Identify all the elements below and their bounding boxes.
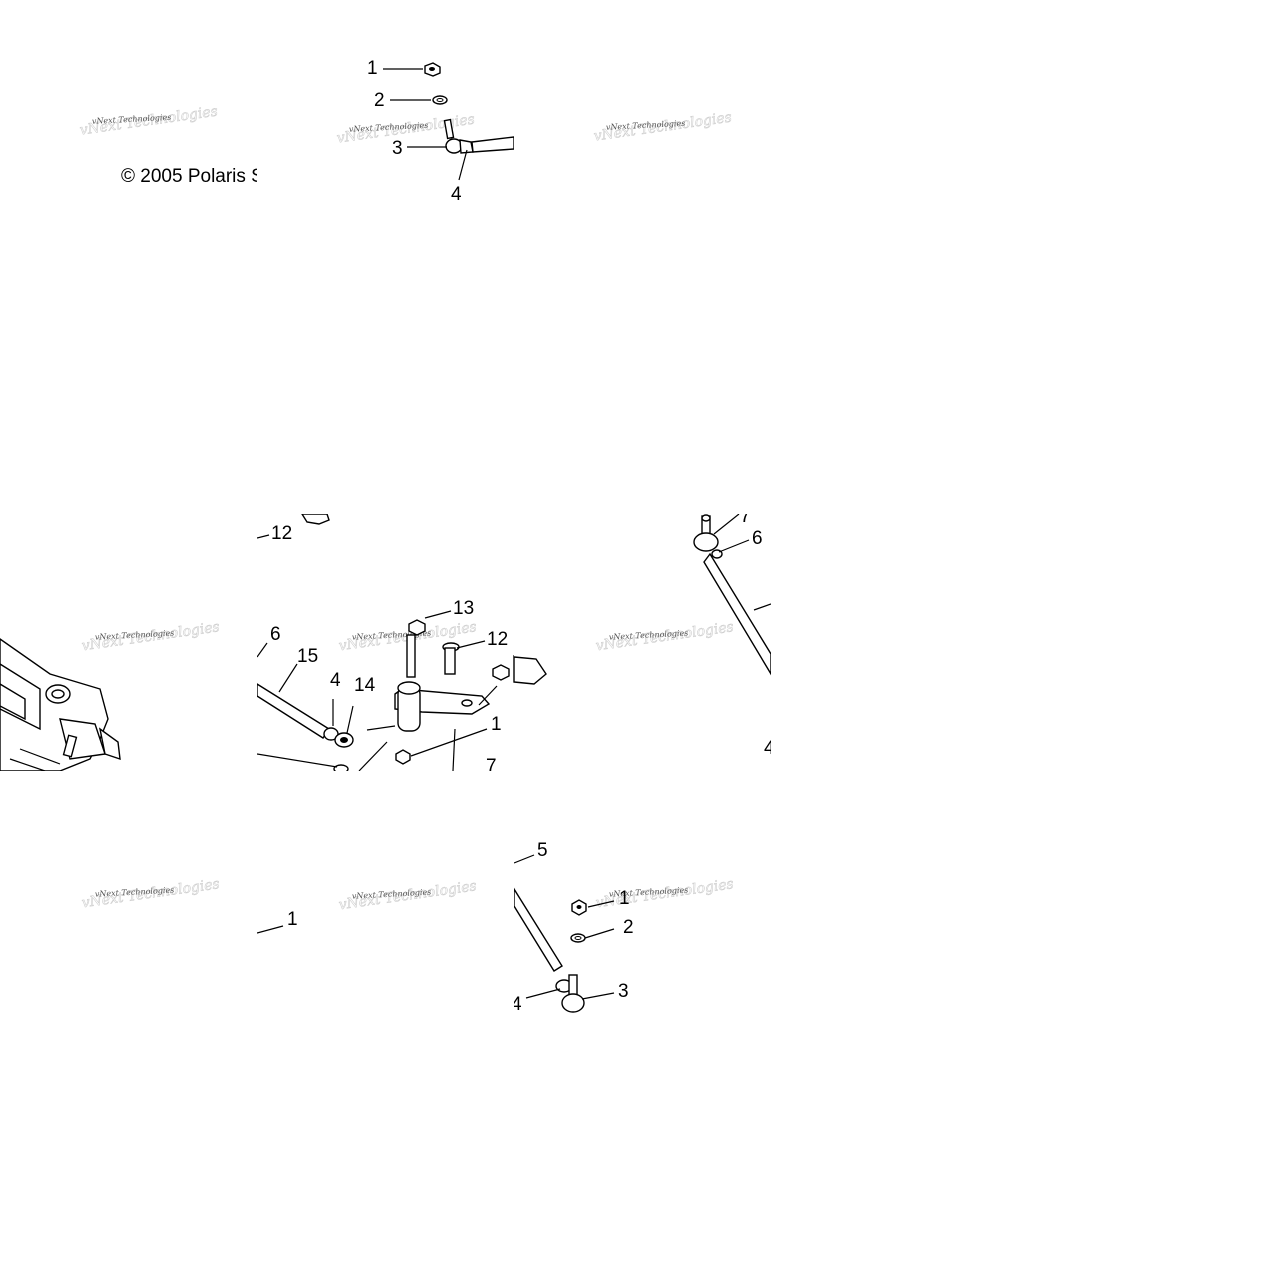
tile-tie-rod-right: vNext Technologies vNext Technologies 7 … xyxy=(514,514,771,771)
watermark-text: vNext Technologies xyxy=(349,121,429,134)
callout-2: 2 xyxy=(374,90,385,111)
washer-icon xyxy=(432,95,448,105)
tile-top-svg: vNext Technologies vNext Technologies xyxy=(335,58,514,205)
tile-bottom-center-svg: vNext Technologies vNext Technologies 1 xyxy=(257,878,478,934)
watermark-text: vNext Technologies xyxy=(609,886,689,899)
watermark: vNext Technologies vNext Technologies xyxy=(80,619,221,655)
callout-13: 13 xyxy=(453,598,474,619)
tile-blank-top-right: vNext Technologies vNext Technologies xyxy=(514,0,771,257)
callout-1: 1 xyxy=(491,714,502,735)
callout-12: 12 xyxy=(487,629,508,650)
watermark-text: vNext Technologies xyxy=(95,629,175,642)
callout-12-top: 12 xyxy=(271,523,292,544)
callout-6: 6 xyxy=(270,624,281,645)
tile-bottom-center: vNext Technologies vNext Technologies 1 xyxy=(257,771,514,1028)
tile-top-right-svg: vNext Technologies vNext Technologies xyxy=(592,109,733,145)
tile-copyright-svg: vNext Technologies vNext Technologies © … xyxy=(78,103,257,187)
hex-nut-icon xyxy=(492,664,510,681)
callout-1: 1 xyxy=(287,909,298,930)
bolt-icon xyxy=(442,642,460,675)
watermark: vNext Technologies vNext Technologies xyxy=(592,109,733,145)
tile-middle-svg: vNext Technologies vNext Technologies 12 xyxy=(257,514,514,771)
watermark-text: vNext Technologies xyxy=(352,888,432,901)
tile-bottom-right-svg: vNext Technologies vNext Technologies 5 xyxy=(514,840,735,1015)
watermark: vNext Technologies vNext Technologies xyxy=(594,876,735,912)
callout-4: 4 xyxy=(514,994,522,1015)
tile-bottom-left-svg: vNext Technologies vNext Technologies xyxy=(80,876,221,912)
frame-icon xyxy=(0,638,121,771)
callout-4: 4 xyxy=(451,184,462,205)
tie-rod-end-icon xyxy=(443,118,474,154)
callout-7: 7 xyxy=(486,756,497,771)
washer-icon xyxy=(570,933,586,943)
tile-steering-arm: vNext Technologies vNext Technologies 12 xyxy=(257,514,514,771)
tile-frame-svg: vNext Technologies vNext Technologies xyxy=(0,619,221,771)
watermark: vNext Technologies vNext Technologies xyxy=(594,619,735,655)
copyright-text: © 2005 Polaris Sa xyxy=(121,166,257,187)
bolt-icon xyxy=(406,619,426,678)
callout-3: 3 xyxy=(392,138,403,159)
hex-nut-icon xyxy=(301,514,330,525)
tile-middle-right-svg: vNext Technologies vNext Technologies 7 … xyxy=(514,514,771,759)
tile-frame: vNext Technologies vNext Technologies xyxy=(0,514,257,771)
callout-2: 2 xyxy=(623,917,634,938)
callout-6: 6 xyxy=(752,528,763,549)
pitman-arm-icon xyxy=(394,681,491,732)
watermark: vNext Technologies vNext Technologies xyxy=(80,876,221,912)
tile-copyright: vNext Technologies vNext Technologies © … xyxy=(0,0,257,257)
watermark-text: vNext Technologies xyxy=(92,113,172,126)
hex-nut-icon xyxy=(424,62,441,77)
callout-1: 1 xyxy=(619,888,630,909)
callout-3: 3 xyxy=(618,981,629,1002)
tie-rod-icon xyxy=(257,683,354,748)
hex-nut-icon xyxy=(571,899,587,916)
callout-4: 4 xyxy=(764,738,771,759)
callout-1: 1 xyxy=(367,58,378,79)
tie-rod-end-icon xyxy=(693,514,723,559)
hex-nut-icon xyxy=(395,749,411,765)
watermark: vNext Technologies vNext Technologies xyxy=(337,878,478,914)
watermark-text: vNext Technologies xyxy=(95,886,175,899)
callout-4: 4 xyxy=(330,670,341,691)
callout-5: 5 xyxy=(537,840,548,861)
tile-tie-rod-end-bottom: vNext Technologies vNext Technologies 5 xyxy=(514,771,771,1028)
callout-14: 14 xyxy=(354,675,376,696)
watermark-text: vNext Technologies xyxy=(609,629,689,642)
tie-rod-end-icon xyxy=(555,974,585,1013)
tie-rod-icon xyxy=(703,552,771,676)
watermark-text: vNext Technologies xyxy=(606,119,686,132)
tie-rod-icon xyxy=(514,887,563,972)
callout-15: 15 xyxy=(297,646,318,667)
callout-7: 7 xyxy=(740,514,751,527)
tile-tie-rod-end-top: vNext Technologies vNext Technologies xyxy=(257,0,514,257)
washer-icon xyxy=(333,764,349,771)
tile-blank-bottom-left: vNext Technologies vNext Technologies xyxy=(0,771,257,1028)
watermark: vNext Technologies vNext Technologies xyxy=(78,103,219,139)
tie-rod-icon xyxy=(471,136,514,153)
